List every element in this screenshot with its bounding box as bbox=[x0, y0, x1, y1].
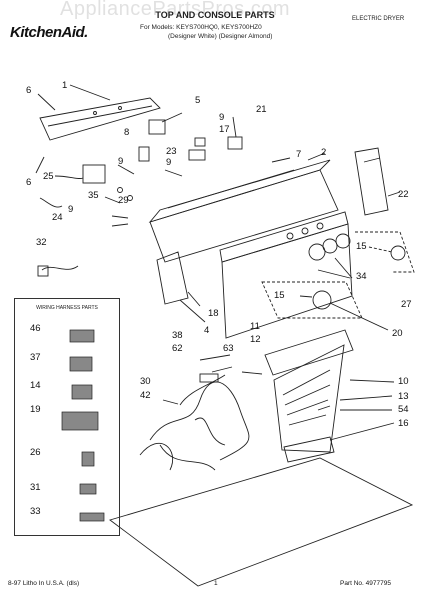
callout-31: 31 bbox=[30, 482, 41, 493]
callout-9-a: 9 bbox=[219, 112, 225, 123]
timer-shape bbox=[148, 119, 166, 135]
callout-62: 62 bbox=[172, 343, 183, 354]
callout-6-bottom: 6 bbox=[26, 177, 32, 188]
callout-16: 16 bbox=[398, 418, 409, 429]
harness-box-title: WIRING HARNESS PARTS bbox=[36, 305, 98, 311]
models-line: For Models: KEYS700HQ0, KEYS700HZ0 bbox=[140, 24, 262, 31]
callout-9-c: 9 bbox=[118, 156, 124, 167]
callout-32: 32 bbox=[36, 237, 47, 248]
callout-19: 19 bbox=[30, 404, 41, 415]
document-type: ELECTRIC DRYER bbox=[352, 16, 405, 22]
callout-33: 33 bbox=[30, 506, 41, 517]
colors-line: (Designer White) (Designer Almond) bbox=[168, 33, 273, 40]
rear-panel-shape bbox=[39, 97, 161, 141]
callout-27: 27 bbox=[401, 299, 412, 310]
callout-17: 17 bbox=[219, 124, 230, 135]
callout-7: 7 bbox=[296, 149, 302, 160]
callout-1: 1 bbox=[62, 80, 68, 91]
footer-part-number: Part No. 4977795 bbox=[340, 580, 391, 587]
callout-38: 38 bbox=[172, 330, 183, 341]
callout-2: 2 bbox=[321, 147, 327, 158]
callout-22: 22 bbox=[398, 189, 409, 200]
harness-part-46-shape bbox=[69, 329, 95, 343]
page-title: TOP AND CONSOLE PARTS bbox=[155, 10, 275, 20]
callout-25: 25 bbox=[43, 171, 54, 182]
callout-11: 11 bbox=[250, 321, 260, 332]
callout-63: 63 bbox=[223, 343, 234, 354]
callout-23: 23 bbox=[166, 146, 177, 157]
callout-15-top: 15 bbox=[356, 241, 367, 252]
callout-46: 46 bbox=[30, 323, 41, 334]
callout-37: 37 bbox=[30, 352, 41, 363]
top-cabinet-shape bbox=[109, 457, 414, 587]
callout-20: 20 bbox=[392, 328, 403, 339]
callout-29: 29 bbox=[118, 195, 129, 206]
callout-35: 35 bbox=[88, 190, 99, 201]
callout-8: 8 bbox=[124, 127, 130, 138]
callout-14: 14 bbox=[30, 380, 41, 391]
callout-5: 5 bbox=[195, 95, 201, 106]
footer-litho: 8-97 Litho In U.S.A. (dls) bbox=[8, 580, 80, 587]
brand-logo: KitchenAid. bbox=[10, 24, 88, 41]
callout-24: 24 bbox=[52, 212, 63, 223]
callout-6-top: 6 bbox=[26, 85, 32, 96]
callout-34: 34 bbox=[356, 271, 367, 282]
callout-26: 26 bbox=[30, 447, 41, 458]
callout-10: 10 bbox=[398, 376, 409, 387]
watermark: AppliancePartsPros.com bbox=[60, 0, 290, 20]
callout-12: 12 bbox=[250, 334, 261, 345]
wiring-harness-box: WIRING HARNESS PARTS bbox=[14, 298, 120, 536]
callout-15-bottom: 15 bbox=[274, 290, 285, 301]
callout-42: 42 bbox=[140, 390, 151, 401]
callout-9-d: 9 bbox=[68, 204, 74, 215]
callout-54: 54 bbox=[398, 404, 409, 415]
callout-30: 30 bbox=[140, 376, 151, 387]
callout-21: 21 bbox=[256, 104, 267, 115]
footer-page-number: 1 bbox=[214, 580, 218, 587]
callout-18: 18 bbox=[208, 308, 219, 319]
callout-9-b: 9 bbox=[166, 157, 172, 168]
callout-4: 4 bbox=[204, 325, 210, 336]
callout-13: 13 bbox=[398, 391, 409, 402]
